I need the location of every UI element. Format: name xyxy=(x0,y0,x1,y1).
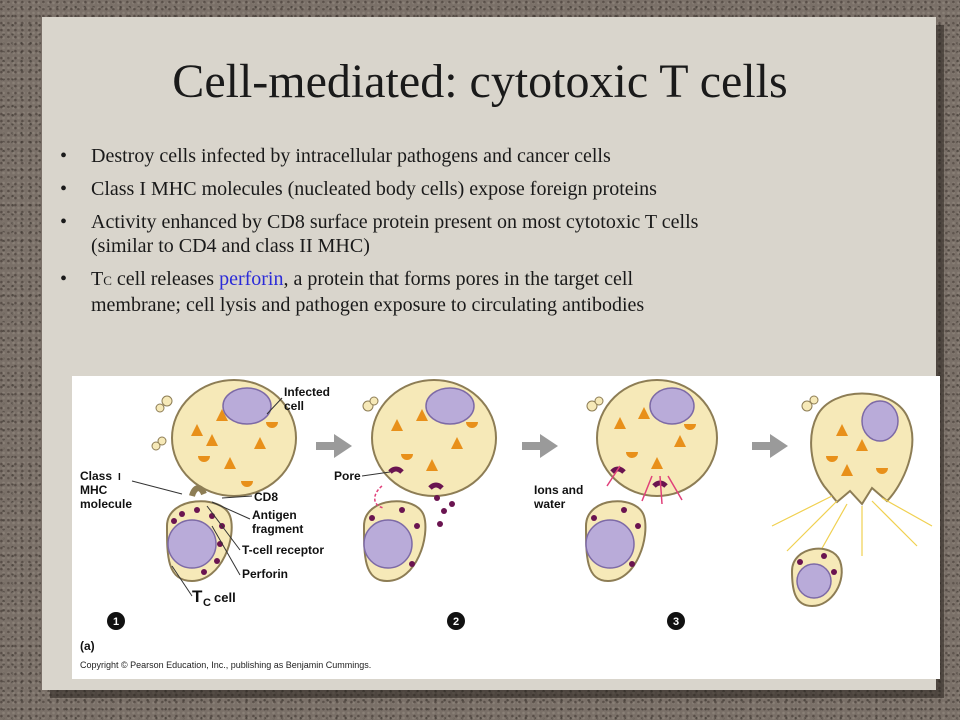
slide-title: Cell-mediated: cytotoxic T cells xyxy=(172,55,788,108)
bullet-item: • Destroy cells infected by intracellula… xyxy=(58,144,918,168)
label-panel-a: (a) xyxy=(80,639,95,653)
label-class-roman: I xyxy=(118,472,121,483)
tc-symbol: T xyxy=(91,268,104,290)
panel-4-lysed-cell xyxy=(771,392,933,608)
bullet-list: • Destroy cells infected by intracellula… xyxy=(58,144,918,326)
panel-2-diagram: Pore 2 xyxy=(334,379,497,630)
bullet-item: • Class I MHC molecules (nucleated body … xyxy=(58,177,918,201)
arrow-1 xyxy=(316,434,352,458)
step-3-number: 3 xyxy=(673,616,679,628)
bullet-dot: • xyxy=(60,211,68,233)
label-fragment: fragment xyxy=(252,522,303,536)
label-antigen: Antigen xyxy=(252,508,297,522)
bullet-text: cell releases xyxy=(111,268,220,290)
step-3-badge xyxy=(667,612,685,630)
step-1-number: 1 xyxy=(113,616,119,628)
step-2-badge xyxy=(447,612,465,630)
arrow-3 xyxy=(752,434,788,458)
bullet-text: Destroy cells infected by intracellular … xyxy=(91,145,611,167)
bullet-text-continued: (similar to CD4 and class II MHC) xyxy=(91,235,370,257)
label-perforin: Perforin xyxy=(242,567,288,581)
bullet-item: • TC cell releases perforin, a protein t… xyxy=(58,267,918,317)
bullet-text: , a protein that forms pores in the targ… xyxy=(283,268,634,290)
bullet-dot: • xyxy=(60,268,68,290)
bullet-text: Activity enhanced by CD8 surface protein… xyxy=(91,211,699,233)
label-water: water xyxy=(533,497,566,511)
step-1-badge xyxy=(107,612,125,630)
tc-subscript: C xyxy=(103,273,112,288)
bullet-text-continued: membrane; cell lysis and pathogen exposu… xyxy=(91,294,645,316)
label-tc-T: T xyxy=(192,587,203,606)
label-molecule: molecule xyxy=(80,497,132,511)
label-tc-cell: cell xyxy=(214,590,236,605)
label-pore: Pore xyxy=(334,469,361,483)
step-2-number: 2 xyxy=(453,616,459,628)
label-cell: cell xyxy=(284,399,304,413)
copyright-notice: Copyright © Pearson Education, Inc., pub… xyxy=(80,660,371,670)
arrow-2 xyxy=(522,434,558,458)
label-ions: Ions and xyxy=(534,483,583,497)
label-class: Class xyxy=(80,469,112,483)
tcell-diagram-figure: Infected cell Class I MHC molecule CD8 A… xyxy=(72,376,940,679)
bullet-dot: • xyxy=(60,178,68,200)
bullet-dot: • xyxy=(60,145,68,167)
perforin-highlight: perforin xyxy=(219,268,284,290)
label-tc-sub: C xyxy=(203,597,211,609)
tcell-diagram-svg: Infected cell Class I MHC molecule CD8 A… xyxy=(80,379,933,670)
panel-1-diagram: Infected cell Class I MHC molecule CD8 A… xyxy=(80,379,330,630)
bullet-item: • Activity enhanced by CD8 surface prote… xyxy=(58,210,918,258)
label-tcell-receptor: T-cell receptor xyxy=(242,543,324,557)
bullet-text: Class I MHC molecules (nucleated body ce… xyxy=(91,178,657,200)
label-mhc: MHC xyxy=(80,483,108,497)
label-infected: Infected xyxy=(284,385,330,399)
label-cd8: CD8 xyxy=(254,490,278,504)
panel-3-diagram: Ions and water 3 xyxy=(533,379,718,630)
